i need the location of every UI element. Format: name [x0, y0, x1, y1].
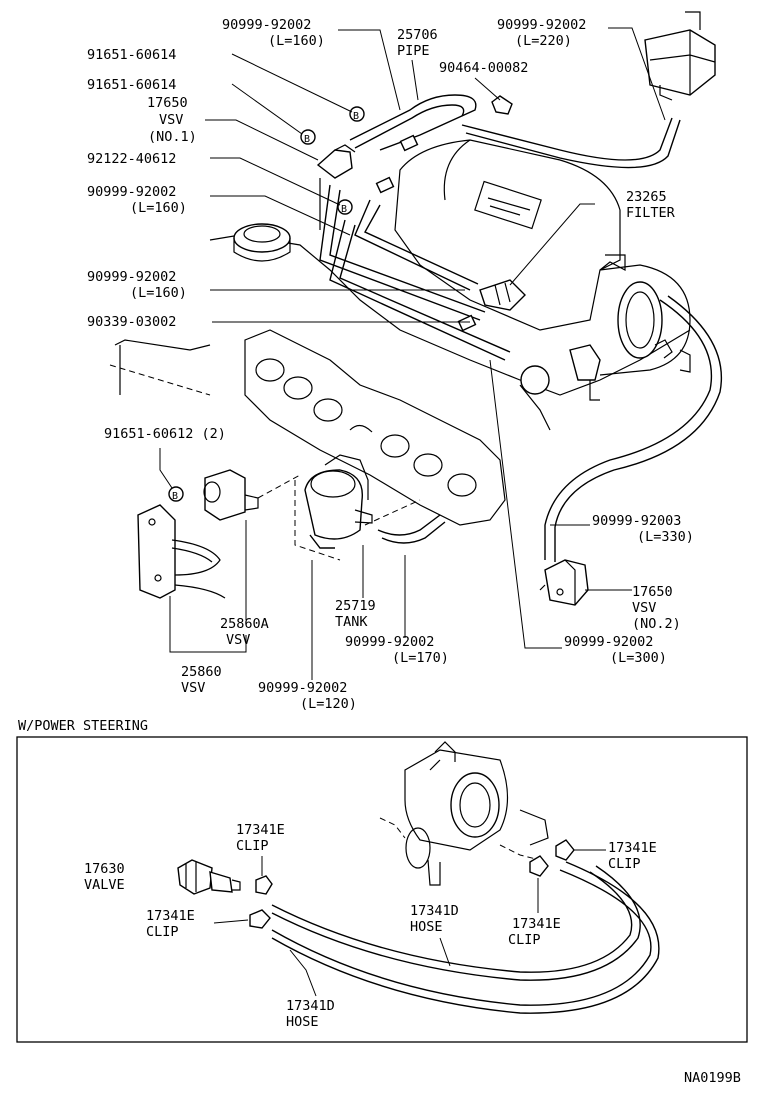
callout-c1-l1: 90999-92002 — [222, 17, 311, 33]
bolt-markers: B B B B — [168, 106, 365, 502]
bolt-marker-label: B — [341, 204, 347, 215]
clip-90464 — [491, 95, 513, 115]
valve-17630 — [177, 859, 241, 895]
callout-c25-l1: 17341E — [146, 908, 195, 924]
oil-filler-cap — [233, 223, 291, 253]
callout-c17-l1: 25860A — [220, 616, 269, 632]
inset-throttle-body — [450, 772, 500, 838]
callout-c11-l1: 90999-92002 — [87, 269, 176, 285]
clip-lower-left — [249, 909, 271, 929]
callout-c9-l2: (L=160) — [130, 200, 187, 216]
bolt-marker-label: B — [304, 134, 310, 145]
inset-title: W/POWER STEERING — [18, 718, 148, 734]
vsv-no1 — [316, 144, 356, 230]
callout-c14-l1: 90999-92003 — [592, 513, 681, 529]
callout-c11-l2: (L=160) — [130, 285, 187, 301]
callout-c9-l1: 90999-92002 — [87, 184, 176, 200]
callout-c16-l2: TANK — [335, 614, 368, 630]
callout-c24-l1: 17630 — [84, 861, 125, 877]
leader-lines — [159, 27, 666, 680]
bolt-marker-label: B — [353, 111, 359, 122]
clip-right — [555, 839, 575, 861]
callout-c16-l1: 25719 — [335, 598, 376, 614]
filter-23265 — [479, 279, 526, 311]
callout-c7-l3: (NO.1) — [148, 129, 197, 145]
callout-c18-l2: (L=170) — [392, 650, 449, 666]
callout-c7-l2: VSV — [159, 112, 183, 128]
callout-c23-l2: CLIP — [608, 856, 641, 872]
figure-code: NA0199B — [684, 1070, 741, 1086]
vsv-upper-right — [644, 11, 716, 101]
callout-c3-l2: (L=220) — [515, 33, 572, 49]
callout-c19-l1: 90999-92002 — [564, 634, 653, 650]
callout-c20-l2: VSV — [181, 680, 205, 696]
tank-25719 — [294, 454, 446, 561]
bolt-marker — [337, 199, 353, 215]
engine-intake-drawing — [109, 139, 691, 526]
callout-c19-l2: (L=300) — [610, 650, 667, 666]
callout-c15-l3: (NO.2) — [632, 616, 681, 632]
callout-c4-l1: 91651-60614 — [87, 47, 176, 63]
callout-labels: 90999-92002 (L=160) 25706 PIPE 90999-920… — [87, 17, 694, 712]
power-steering-inset: W/POWER STEERING — [16, 718, 748, 1043]
callout-c22-l1: 17341E — [236, 822, 285, 838]
callout-c1-l2: (L=160) — [268, 33, 325, 49]
callout-c21-l1: 90999-92002 — [258, 680, 347, 696]
callout-c20-l1: 25860 — [181, 664, 222, 680]
clip-center — [529, 855, 549, 877]
callout-c15-l1: 17650 — [632, 584, 673, 600]
callout-c15-l2: VSV — [632, 600, 656, 616]
main-hoses — [319, 94, 723, 562]
bolt-marker — [349, 106, 365, 122]
vsv-no2 — [539, 559, 589, 606]
callout-c28-l1: 17341D — [286, 998, 335, 1014]
callout-c12-l1: 90339-03002 — [87, 314, 176, 330]
callout-c27-l2: CLIP — [508, 932, 541, 948]
callout-c6-l1: 91651-60614 — [87, 77, 176, 93]
callout-c17-l2: VSV — [226, 632, 250, 648]
callout-c24-l2: VALVE — [84, 877, 125, 893]
callout-c18-l1: 90999-92002 — [345, 634, 434, 650]
callout-c22-l2: CLIP — [236, 838, 269, 854]
callout-c10-l1: 23265 — [626, 189, 667, 205]
clip-upper-left — [255, 875, 273, 895]
bolt-marker — [300, 129, 316, 145]
callout-c13-l1: 91651-60612 (2) — [104, 426, 226, 442]
bolt-marker — [168, 486, 184, 502]
callout-c14-l2: (L=330) — [637, 529, 694, 545]
callout-c21-l2: (L=120) — [300, 696, 357, 712]
callout-c5-l1: 90464-00082 — [439, 60, 528, 76]
vsv-25860-assembly — [137, 469, 301, 599]
callout-c7-l1: 17650 — [147, 95, 188, 111]
callout-c27-l1: 17341E — [512, 916, 561, 932]
callout-c23-l1: 17341E — [608, 840, 657, 856]
callout-c25-l2: CLIP — [146, 924, 179, 940]
throttle-body — [617, 281, 663, 359]
callout-c2-l1: 25706 — [397, 27, 438, 43]
callout-c28-l2: HOSE — [286, 1014, 319, 1030]
callout-c26-l1: 17341D — [410, 903, 459, 919]
inset-frame — [16, 736, 748, 1043]
callout-c2-l2: PIPE — [397, 43, 430, 59]
callout-c3-l1: 90999-92002 — [497, 17, 586, 33]
callout-c10-l2: FILTER — [626, 205, 676, 221]
callout-c26-l2: HOSE — [410, 919, 443, 935]
bolt-marker-label: B — [172, 491, 178, 502]
callout-c8-l1: 92122-40612 — [87, 151, 176, 167]
